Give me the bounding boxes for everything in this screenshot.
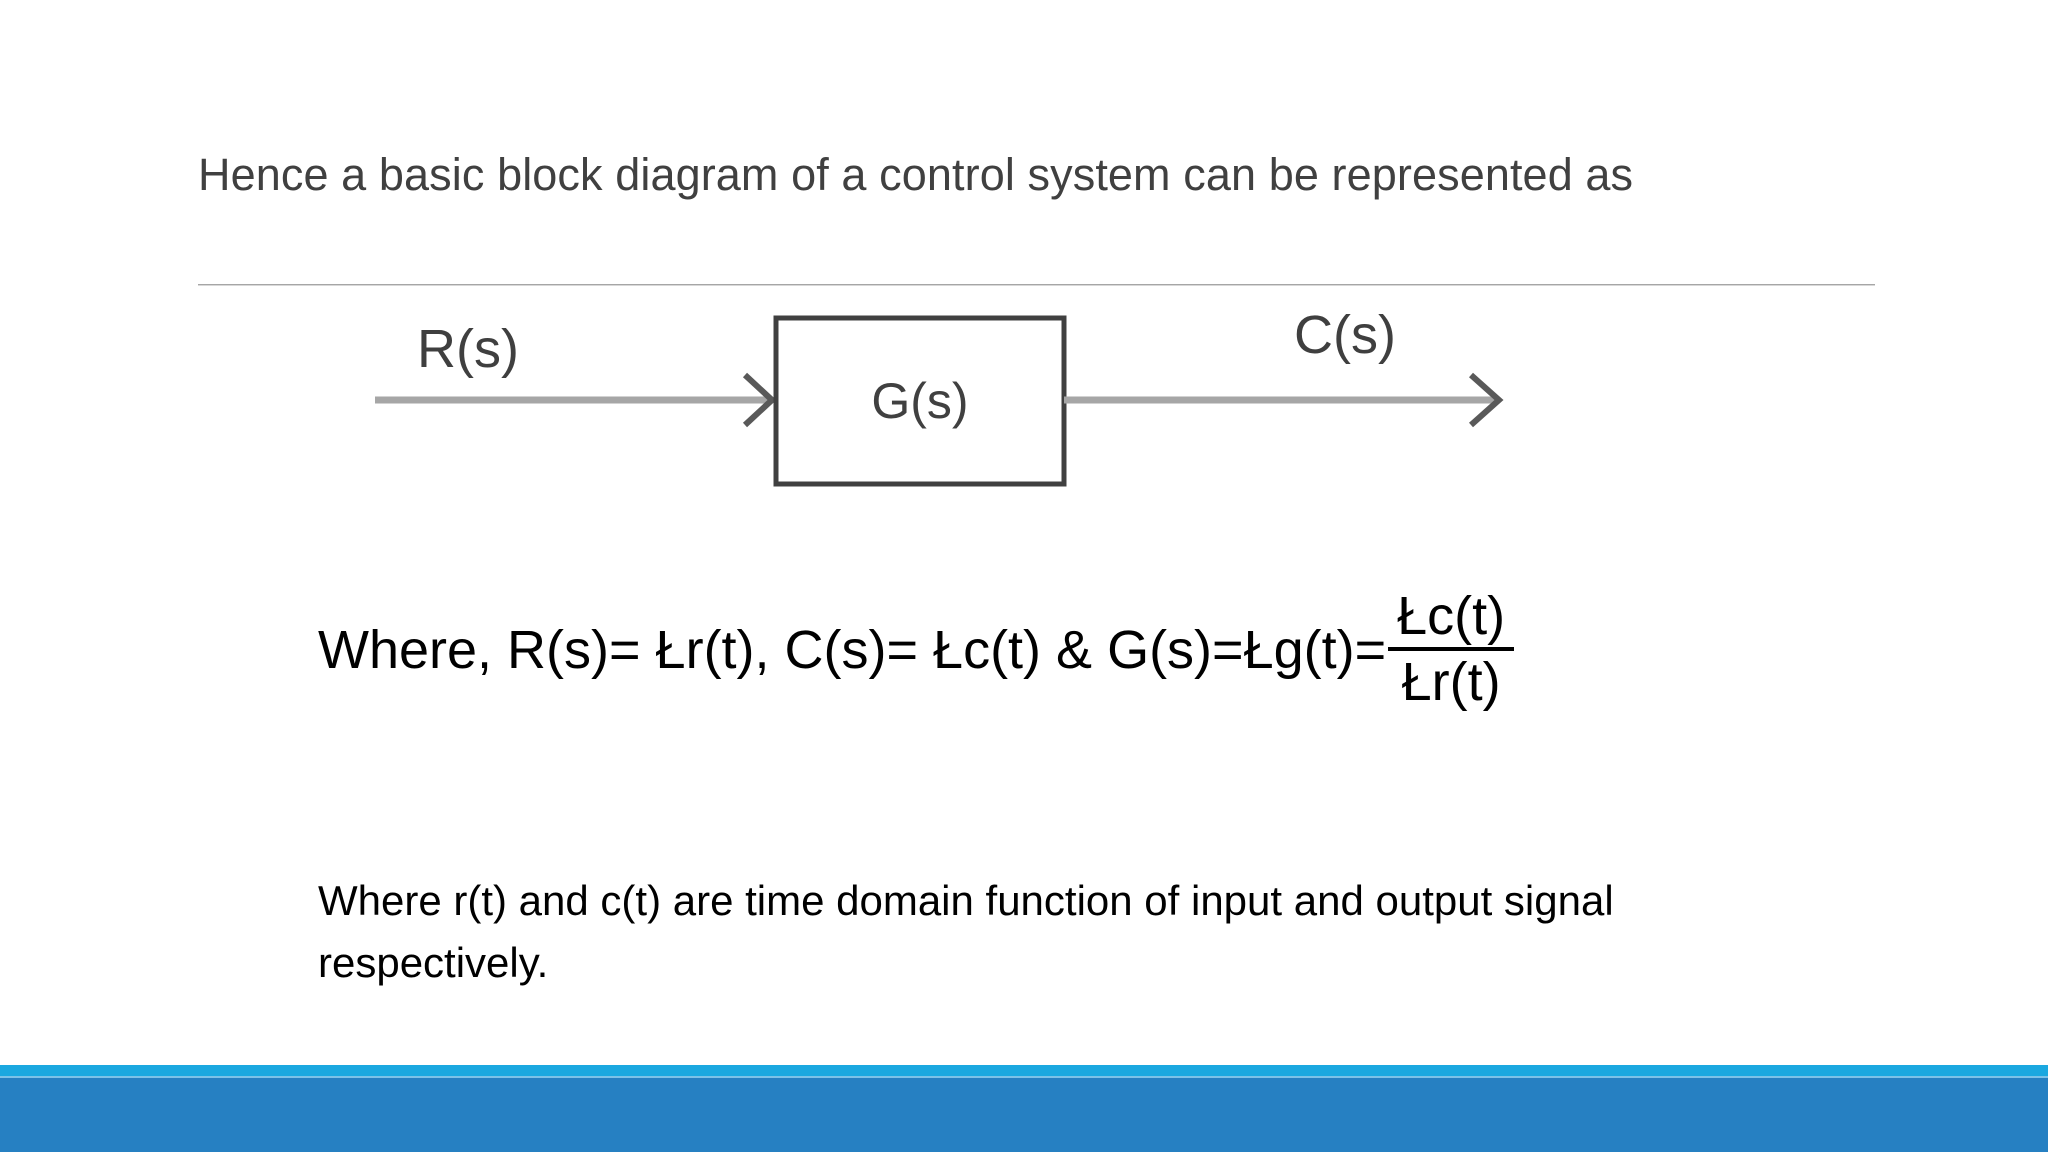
fraction-bar <box>1388 647 1515 651</box>
footer-accent-bar-light <box>0 1065 2048 1078</box>
output-arrowhead-icon <box>1469 372 1504 428</box>
input-arrowhead-icon <box>742 372 777 428</box>
equation-prefix: Where, R(s)= Łr(t), C(s)= Łc(t) & G(s)=Ł… <box>318 620 1387 680</box>
transfer-function-block <box>773 315 1067 487</box>
footer-accent-hairline <box>0 1076 2048 1078</box>
transfer-function-fraction: Łc(t) Łr(t) <box>1388 585 1515 713</box>
output-signal-label: C(s) <box>1294 305 1396 365</box>
footer-accent-bar-dark <box>0 1078 2048 1152</box>
input-signal-label: R(s) <box>417 319 519 379</box>
body-paragraph: Where r(t) and c(t) are time domain func… <box>318 877 1614 986</box>
title-divider <box>198 284 1875 286</box>
page-title: Hence a basic block diagram of a control… <box>198 149 1634 200</box>
equation-line: Where, R(s)= Łr(t), C(s)= Łc(t) & G(s)=Ł… <box>318 585 1515 714</box>
transfer-function-label: G(s) <box>871 373 969 429</box>
fraction-denominator: Łr(t) <box>1401 652 1501 712</box>
fraction-numerator: Łc(t) <box>1397 586 1506 646</box>
